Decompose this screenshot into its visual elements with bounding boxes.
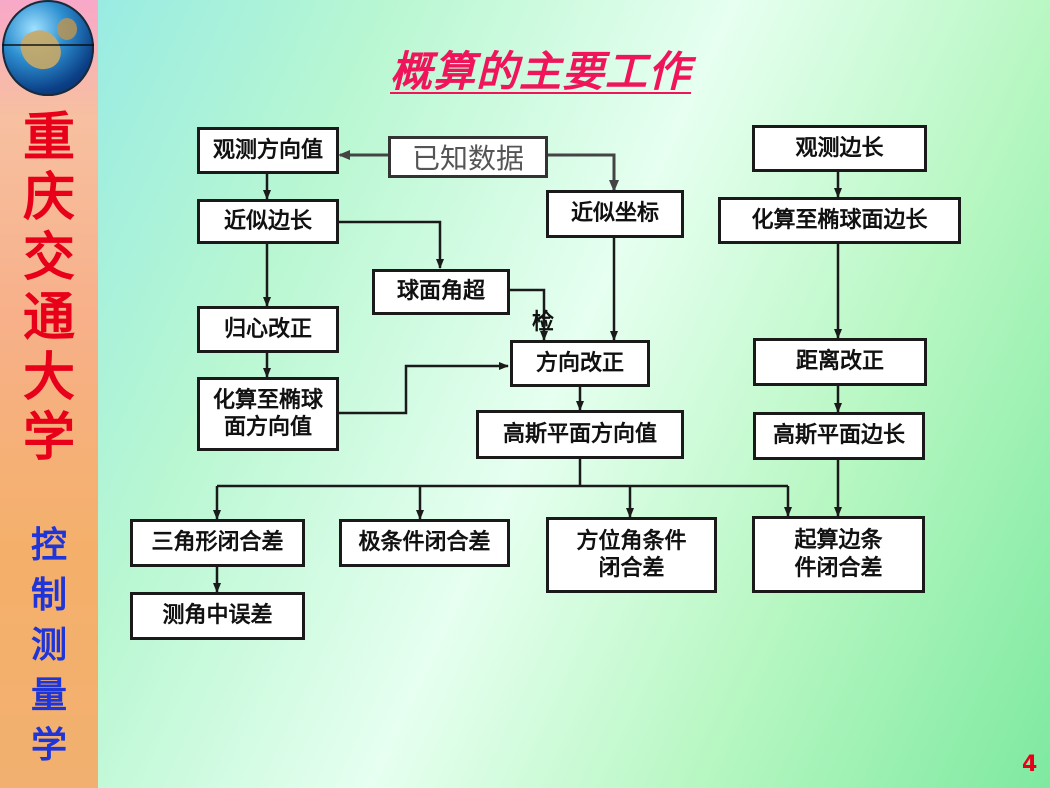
check-label: 检: [532, 310, 555, 335]
angle-rms-box: 测角中误差: [130, 592, 305, 640]
triangle-closure-box: 三角形闭合差: [130, 519, 305, 567]
spherical-excess-box: 球面角超: [372, 269, 510, 315]
approx-coord-box: 近似坐标: [546, 190, 684, 238]
distance-corr-box: 距离改正: [753, 338, 927, 386]
globe-logo: [2, 0, 94, 96]
course-char-1: 控: [30, 525, 67, 566]
school-char-2: 庆: [22, 168, 75, 228]
school-char-6: 学: [22, 408, 75, 468]
page-number: 4: [1022, 752, 1038, 777]
polar-closure-box: 极条件闭合差: [339, 519, 510, 567]
school-char-3: 交: [22, 228, 75, 288]
azimuth-closure-box: 方位角条件 闭合差: [546, 517, 717, 593]
school-char-5: 大: [22, 348, 75, 408]
slide-title: 概算的主要工作: [390, 47, 692, 96]
reduce-ellipsoid-direction-box: 化算至椭球 面方向值: [197, 377, 339, 451]
course-char-4: 量: [30, 675, 67, 716]
centering-corr-box: 归心改正: [197, 306, 339, 353]
course-char-5: 学: [30, 725, 67, 766]
base-side-closure-box: 起算边条 件闭合差: [752, 516, 925, 593]
reduce-ellipsoid-side-box: 化算至椭球面边长: [718, 197, 961, 244]
known-data-box: 已知数据: [388, 136, 548, 178]
gauss-direction-box: 高斯平面方向值: [476, 410, 684, 459]
school-char-4: 通: [22, 288, 75, 348]
sidebar: 重 庆 交 通 大 学 控 制 测 量 学: [0, 0, 98, 788]
obs-direction-box: 观测方向值: [197, 127, 339, 174]
gauss-side-box: 高斯平面边长: [753, 412, 925, 460]
course-char-3: 测: [30, 625, 67, 666]
approx-side-box: 近似边长: [197, 199, 339, 244]
course-char-2: 制: [30, 575, 67, 616]
obs-side-box: 观测边长: [752, 125, 927, 172]
direction-corr-box: 方向改正: [510, 340, 650, 387]
school-char-1: 重: [22, 108, 75, 168]
